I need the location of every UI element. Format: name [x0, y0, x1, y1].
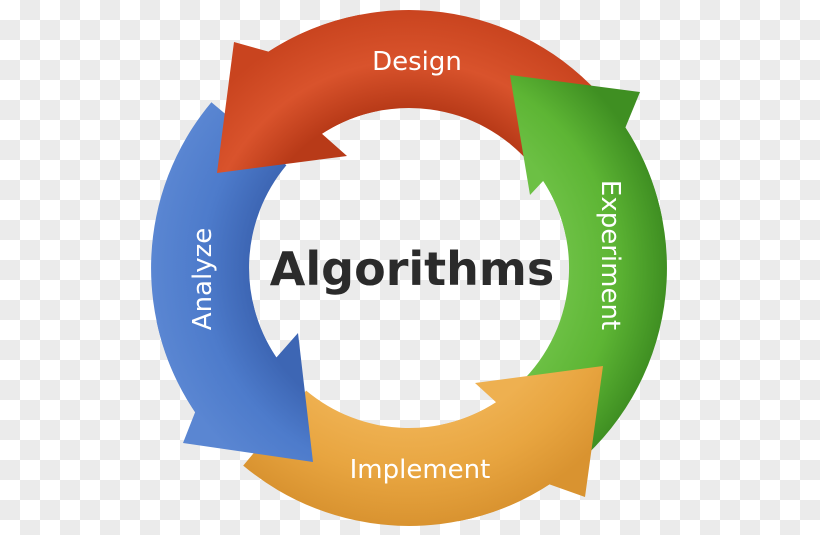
arrow-lead-implement [439, 400, 554, 522]
stage-label-analyze: Analyze [188, 228, 218, 330]
arrow-lead-design [264, 14, 379, 136]
arrow-head-implement-icon [475, 366, 603, 497]
arrow-head-experiment-icon [510, 75, 640, 195]
arrow-head-analyze-icon [183, 333, 313, 462]
stage-label-design: Design [372, 47, 462, 77]
arrow-head-design-icon [217, 42, 347, 173]
arrow-lead-analyze [156, 301, 278, 416]
center-title: Algorithms [270, 242, 554, 296]
cycle-arrows [151, 10, 667, 526]
arrow-lead-experiment [541, 123, 663, 238]
stage-label-experiment: Experiment [595, 180, 625, 330]
stage-label-implement: Implement [350, 455, 491, 485]
